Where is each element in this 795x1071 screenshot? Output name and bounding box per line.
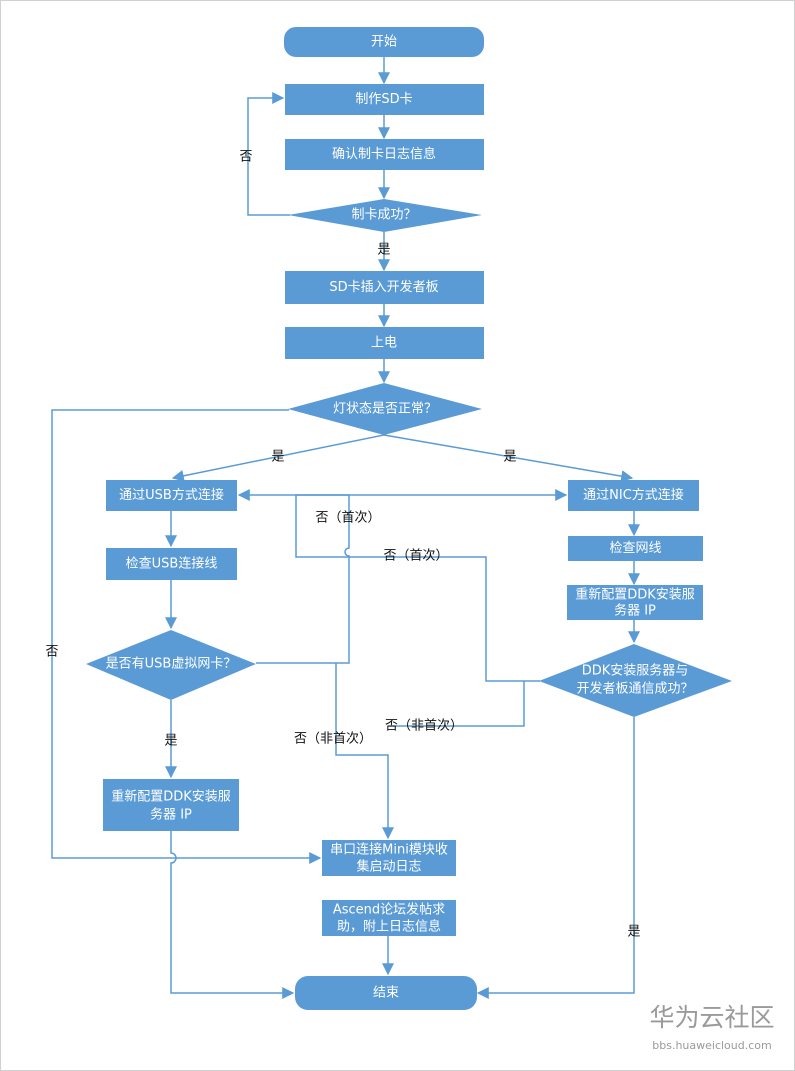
node-reconfig-left-line2: 务器 IP bbox=[150, 807, 192, 823]
node-insert-sd bbox=[285, 271, 484, 304]
node-make-ok-decision bbox=[288, 199, 482, 232]
node-reconfig-left bbox=[103, 779, 239, 831]
node-end-label: 结束 bbox=[373, 986, 399, 1001]
node-make-sd bbox=[285, 84, 484, 115]
node-check-usb-cable bbox=[106, 548, 237, 580]
node-serial-log-line1: 串口连接Mini模块收 bbox=[330, 842, 448, 858]
node-forum-help-line2: 助，附上日志信息 bbox=[337, 919, 441, 935]
node-reconfig-right-line1: 重新配置DDK安装服 bbox=[575, 587, 695, 603]
node-start bbox=[284, 27, 484, 57]
node-check-usb-cable-label: 检查USB连接线 bbox=[126, 556, 218, 572]
node-start-label: 开始 bbox=[371, 35, 397, 50]
node-end bbox=[295, 976, 477, 1010]
node-ddk-comm-line2: 开发者板通信成功？ bbox=[576, 681, 693, 697]
node-nic-connect-label: 通过NIC方式连接 bbox=[583, 487, 684, 503]
node-check-net-cable bbox=[568, 536, 703, 561]
edge-comm-no-not-first bbox=[388, 681, 525, 727]
edge-light-fail-to-serial bbox=[51, 409, 322, 864]
node-power-on-label: 上电 bbox=[371, 336, 397, 351]
edge-virtual-no-first bbox=[237, 489, 350, 664]
edge-light-to-nic bbox=[383, 434, 634, 483]
edge-virtual-no-not-first bbox=[335, 663, 394, 840]
node-check-log bbox=[285, 139, 484, 170]
label-virtual-no-first: 否（首次） bbox=[315, 510, 380, 526]
node-make-sd-label: 制作SD卡 bbox=[355, 92, 412, 107]
label-usb-yes: 是 bbox=[271, 450, 284, 465]
node-virtual-nic-label: 是否有USB虚拟网卡？ bbox=[106, 657, 237, 672]
node-ddk-comm-line1: DDK安装服务器与 bbox=[582, 663, 689, 679]
edge-make-fail-loop bbox=[247, 92, 290, 216]
label-comm-yes: 是 bbox=[627, 925, 640, 940]
label-nic-yes: 是 bbox=[503, 450, 516, 465]
watermark-url: bbs.huaweicloud.com bbox=[652, 1039, 771, 1052]
node-light-ok-decision bbox=[288, 383, 482, 435]
node-usb-connect bbox=[106, 480, 237, 511]
node-reconfig-right bbox=[567, 585, 703, 620]
label-make-yes: 是 bbox=[377, 243, 390, 258]
node-reconfig-left-line1: 重新配置DDK安装服 bbox=[111, 789, 231, 805]
node-ddk-comm-decision bbox=[539, 644, 732, 717]
label-virtual-yes: 是 bbox=[164, 734, 177, 749]
node-forum-help-line1: Ascend论坛发帖求 bbox=[333, 902, 445, 918]
node-forum-help bbox=[322, 900, 456, 936]
label-light-no: 否 bbox=[45, 645, 58, 660]
edge-comm-no-first bbox=[295, 489, 568, 682]
node-make-ok-label: 制卡成功？ bbox=[351, 208, 416, 223]
node-check-log-label: 确认制卡日志信息 bbox=[332, 146, 436, 162]
node-power-on bbox=[285, 327, 484, 359]
edge-comm-yes-to-end bbox=[476, 717, 635, 999]
node-check-net-cable-label: 检查网线 bbox=[609, 541, 661, 556]
node-serial-log bbox=[322, 840, 456, 876]
node-nic-connect bbox=[568, 480, 699, 511]
edge-reconfig-left-to-end bbox=[170, 831, 295, 999]
node-serial-log-line2: 集启动日志 bbox=[356, 859, 421, 875]
label-comm-no-not-first: 否（非首次） bbox=[385, 718, 463, 734]
node-light-ok-label: 灯状态是否正常？ bbox=[333, 402, 437, 417]
node-insert-sd-label: SD卡插入开发者板 bbox=[329, 279, 438, 295]
node-usb-connect-label: 通过USB方式连接 bbox=[119, 487, 224, 503]
watermark-brand: 华为云社区 bbox=[649, 1003, 774, 1032]
label-comm-no-first: 否（首次） bbox=[383, 548, 448, 564]
node-reconfig-right-line2: 务器 IP bbox=[614, 603, 656, 619]
label-make-no: 否 bbox=[239, 150, 252, 165]
node-virtual-nic-decision bbox=[86, 630, 256, 700]
label-virtual-no-not-first: 否（非首次） bbox=[294, 731, 372, 747]
edge-light-to-usb bbox=[171, 434, 385, 482]
